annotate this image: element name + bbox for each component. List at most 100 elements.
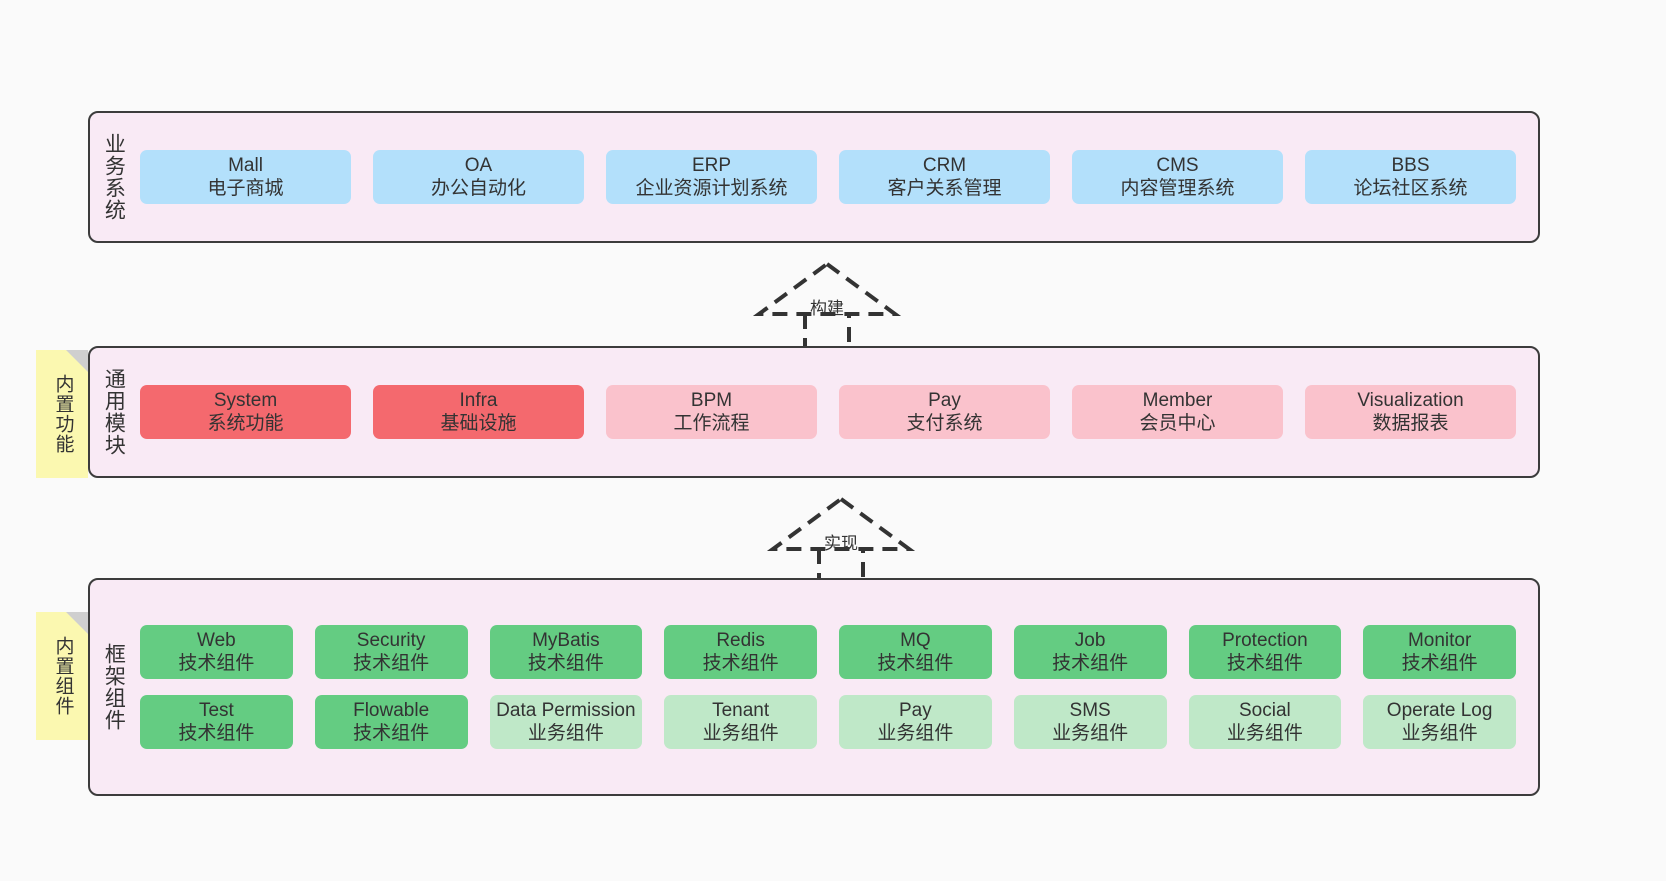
card-subtitle: 业务组件	[1401, 723, 1478, 745]
card-title: Security	[356, 629, 426, 651]
layer-body-common-modules: System 系统功能 Infra 基础设施 BPM 工作流程 Pay 支付系统…	[136, 348, 1538, 476]
card-title: CMS	[1156, 154, 1199, 176]
card-title: BPM	[690, 389, 733, 411]
card-member[interactable]: Member 会员中心	[1072, 384, 1283, 440]
card-test[interactable]: Test 技术组件	[140, 695, 293, 750]
card-subtitle: 数据报表	[1372, 413, 1449, 434]
card-visualization[interactable]: Visualization 数据报表	[1305, 384, 1516, 440]
card-subtitle: 技术组件	[1401, 652, 1478, 674]
card-subtitle: 企业资源计划系统	[635, 178, 788, 199]
card-oa[interactable]: OA 办公自动化	[373, 149, 584, 205]
card-title: ERP	[691, 154, 732, 176]
card-row: Web 技术组件 Security 技术组件 MyBatis 技术组件 Redi…	[140, 624, 1516, 679]
card-tenant[interactable]: Tenant 业务组件	[664, 695, 817, 750]
card-security[interactable]: Security 技术组件	[314, 624, 468, 679]
card-subtitle: 系统功能	[207, 413, 284, 434]
card-subtitle: 业务组件	[877, 723, 954, 745]
card-title: Protection	[1222, 629, 1308, 651]
card-erp[interactable]: ERP 企业资源计划系统	[606, 149, 817, 205]
card-job[interactable]: Job 技术组件	[1013, 624, 1167, 679]
folded-corner-icon	[66, 612, 88, 634]
layer-label-common-modules: 通用模块	[102, 368, 126, 456]
card-subtitle: 技术组件	[178, 652, 255, 674]
card-bbs[interactable]: BBS 论坛社区系统	[1305, 149, 1516, 205]
layer-framework-components: 框架组件 Web 技术组件 Security 技术组件 MyBatis 技术组件…	[88, 578, 1540, 796]
card-mybatis[interactable]: MyBatis 技术组件	[489, 624, 643, 679]
card-crm[interactable]: CRM 客户关系管理	[839, 149, 1050, 205]
card-mq[interactable]: MQ 技术组件	[839, 624, 992, 679]
card-system[interactable]: System 系统功能	[140, 384, 351, 440]
card-subtitle: 技术组件	[527, 652, 604, 674]
card-flowable[interactable]: Flowable 技术组件	[314, 695, 468, 750]
card-subtitle: 业务组件	[527, 723, 604, 745]
card-title: Mall	[228, 154, 263, 176]
card-subtitle: 会员中心	[1139, 413, 1216, 434]
card-title: Data Permission	[496, 700, 636, 721]
card-row: Mall 电子商城 OA 办公自动化 ERP 企业资源计划系统 CRM 客户关系…	[140, 149, 1516, 205]
card-row: Test 技术组件 Flowable 技术组件 Data Permission …	[140, 695, 1516, 750]
card-mall[interactable]: Mall 电子商城	[140, 149, 351, 205]
card-subtitle: 技术组件	[353, 652, 430, 674]
card-title: System	[213, 389, 278, 411]
card-title: Pay	[928, 389, 961, 411]
card-social[interactable]: Social 业务组件	[1188, 695, 1342, 750]
card-subtitle: 支付系统	[906, 413, 983, 434]
card-infra[interactable]: Infra 基础设施	[373, 384, 584, 440]
card-subtitle: 技术组件	[1052, 652, 1129, 674]
sticky-note-builtin-feature: 内置功能	[36, 350, 88, 478]
layer-business-system: 业务系统 Mall 电子商城 OA 办公自动化 ERP 企业资源计划系统 CRM…	[88, 111, 1540, 243]
card-subtitle: 内容管理系统	[1120, 178, 1235, 199]
card-data-permission[interactable]: Data Permission 业务组件	[489, 695, 643, 750]
layer-body-business-system: Mall 电子商城 OA 办公自动化 ERP 企业资源计划系统 CRM 客户关系…	[136, 113, 1538, 241]
card-operate-log[interactable]: Operate Log 业务组件	[1363, 695, 1516, 750]
card-title: Social	[1239, 700, 1291, 721]
card-subtitle: 客户关系管理	[887, 178, 1002, 199]
card-monitor[interactable]: Monitor 技术组件	[1363, 624, 1516, 679]
card-subtitle: 技术组件	[178, 723, 255, 745]
card-title: Visualization	[1357, 389, 1464, 411]
sticky-note-label: 内置组件	[52, 636, 74, 716]
card-title: BBS	[1391, 154, 1430, 176]
card-title: Redis	[716, 629, 765, 651]
card-title: Member	[1142, 389, 1213, 411]
card-subtitle: 技术组件	[877, 652, 954, 674]
layer-common-modules: 通用模块 System 系统功能 Infra 基础设施 BPM 工作流程 Pay…	[88, 346, 1540, 478]
card-title: Test	[198, 700, 234, 721]
card-subtitle: 业务组件	[702, 723, 779, 745]
card-subtitle: 办公自动化	[430, 178, 526, 199]
connector-build: 构建	[752, 258, 902, 358]
card-bpm[interactable]: BPM 工作流程	[606, 384, 817, 440]
card-title: MyBatis	[532, 629, 600, 651]
card-subtitle: 技术组件	[1226, 652, 1303, 674]
card-title: Pay	[899, 700, 932, 721]
card-title: Web	[197, 629, 236, 651]
card-pay[interactable]: Pay 支付系统	[839, 384, 1050, 440]
card-web[interactable]: Web 技术组件	[140, 624, 293, 679]
card-subtitle: 工作流程	[673, 413, 750, 434]
card-title: Monitor	[1407, 629, 1472, 651]
card-subtitle: 电子商城	[207, 178, 284, 199]
card-protection[interactable]: Protection 技术组件	[1188, 624, 1342, 679]
card-redis[interactable]: Redis 技术组件	[664, 624, 817, 679]
card-subtitle: 论坛社区系统	[1353, 178, 1468, 199]
sticky-note-builtin-component: 内置组件	[36, 612, 88, 740]
card-subtitle: 业务组件	[1052, 723, 1129, 745]
layer-label-framework-components: 框架组件	[102, 643, 126, 731]
sticky-note-label: 内置功能	[52, 374, 74, 454]
card-cms[interactable]: CMS 内容管理系统	[1072, 149, 1283, 205]
card-title: Flowable	[353, 700, 430, 721]
card-subtitle: 技术组件	[702, 652, 779, 674]
card-row: System 系统功能 Infra 基础设施 BPM 工作流程 Pay 支付系统…	[140, 384, 1516, 440]
generalization-arrow-icon	[752, 261, 902, 356]
card-pay-business[interactable]: Pay 业务组件	[839, 695, 992, 750]
card-title: OA	[464, 154, 493, 176]
layer-body-framework-components: Web 技术组件 Security 技术组件 MyBatis 技术组件 Redi…	[136, 580, 1538, 794]
folded-corner-icon	[66, 350, 88, 372]
card-subtitle: 业务组件	[1226, 723, 1303, 745]
card-subtitle: 技术组件	[353, 723, 430, 745]
card-title: Operate Log	[1386, 700, 1493, 721]
card-title: Tenant	[712, 700, 770, 721]
card-subtitle: 基础设施	[440, 413, 517, 434]
card-sms[interactable]: SMS 业务组件	[1013, 695, 1167, 750]
card-title: Job	[1074, 629, 1106, 651]
